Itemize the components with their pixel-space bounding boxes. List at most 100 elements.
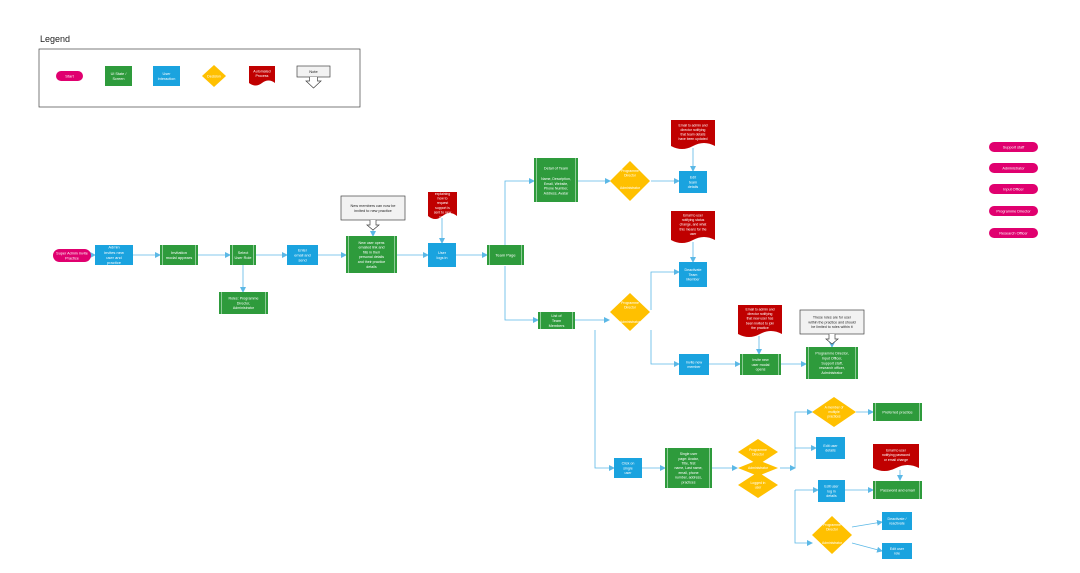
email-team-updated-doc: [671, 120, 715, 149]
edge-dec3-editrole: [851, 542, 883, 553]
invite-modal-opens-box[interactable]: [740, 354, 781, 375]
legend-start-pill: [56, 71, 83, 81]
deactivate-reactivate-box[interactable]: [882, 512, 912, 530]
legend-start-label: Start: [65, 73, 74, 78]
list-of-team-box[interactable]: [538, 312, 575, 329]
role-4-pill[interactable]: [989, 228, 1038, 238]
legend-decision-diamond: [202, 65, 226, 87]
password-email-box[interactable]: [873, 481, 922, 499]
legend-screen-label: UI State /Screen: [111, 72, 128, 81]
edge-team-detail: [504, 178, 535, 245]
role-2-pill[interactable]: [989, 184, 1038, 194]
team-page-label: Team Page: [495, 252, 516, 257]
role-1-pill[interactable]: [989, 163, 1038, 173]
note-roles-arrow: [825, 334, 839, 345]
enter-email-box[interactable]: [287, 245, 318, 265]
email-new-user-invited-doc: [738, 305, 782, 337]
dec-pd-admin-2-diamond: [610, 293, 650, 331]
edge-dec3-deactivate: [851, 519, 883, 528]
deactivate-reactivate-label: Deactivate /reactivate: [888, 517, 907, 526]
edit-user-role-box[interactable]: [882, 543, 912, 559]
legend-automated-doc: [249, 66, 275, 86]
dec-admin-diamond: [738, 460, 778, 476]
role-2-label: Input Officer: [1003, 187, 1024, 191]
edit-log-in-box[interactable]: [818, 480, 845, 502]
preferred-practice-label: Preferred practice: [882, 410, 912, 414]
email-password-doc: [873, 444, 919, 471]
invite-modal-box[interactable]: [160, 245, 198, 265]
dec-pd-admin-1-bottom: Administrator: [620, 186, 641, 190]
dec-pd-admin-3-diamond: [812, 516, 852, 554]
edit-user-details-box[interactable]: [816, 437, 845, 459]
detail-of-team-fields: Name, Description,Email, Website,Phone N…: [541, 177, 571, 195]
legend-note-label: Note: [309, 69, 318, 74]
legend-title: Legend: [40, 34, 71, 44]
deactivate-member-box[interactable]: [679, 262, 707, 287]
admin-invites-box[interactable]: [95, 245, 133, 265]
detail-of-team-title: Detail of Team: [544, 166, 568, 170]
role-0-pill[interactable]: [989, 142, 1038, 152]
password-email-label: Password and email: [880, 488, 914, 492]
dec-member-diamond: [812, 397, 856, 427]
dec-pd-admin-3-bottom: Administrator: [822, 541, 843, 545]
team-page-box[interactable]: [487, 245, 524, 265]
legend-interaction-box: [153, 66, 180, 86]
edge-list-click: [594, 330, 615, 471]
dec-pd-admin-2-bottom: Administrator: [620, 320, 641, 324]
note-new-members-box: [340, 195, 406, 221]
legend-box: [38, 48, 361, 108]
edge-branch-dec3: [794, 490, 813, 546]
roles-list-label: Programme Director,Input Officer,Support…: [815, 352, 848, 375]
super-admin-start-pill[interactable]: [53, 249, 91, 262]
legend-note-arrow: [305, 77, 322, 89]
preferred-practice-box[interactable]: [873, 403, 922, 421]
dec-logged-diamond: [738, 472, 778, 498]
note-new-members-arrow: [366, 220, 380, 231]
role-0-label: Support staff: [1003, 145, 1025, 149]
edge-branch-member: [794, 409, 813, 468]
note-roles-box: [799, 309, 865, 335]
role-3-pill[interactable]: [989, 206, 1038, 216]
email-explaining-doc: [428, 192, 457, 219]
select-role-box[interactable]: [230, 245, 256, 265]
role-1-label: Administrator: [1002, 166, 1025, 170]
dec-pd-diamond: [738, 439, 778, 465]
click-single-user-box[interactable]: [614, 458, 642, 478]
user-logs-in-box[interactable]: [428, 243, 456, 267]
roles-list-box[interactable]: [806, 347, 858, 379]
dec-admin-label: Administrator: [748, 466, 769, 470]
legend-screen-box: [105, 66, 132, 86]
roles-box-box[interactable]: [219, 292, 268, 314]
new-user-opens-box[interactable]: [346, 236, 397, 273]
edit-team-details-box[interactable]: [679, 171, 707, 193]
single-user-page-box[interactable]: [665, 448, 712, 488]
invite-new-member-box[interactable]: [679, 354, 709, 375]
email-status-change-doc: [671, 211, 715, 243]
detail-of-team-box[interactable]: [534, 158, 578, 202]
